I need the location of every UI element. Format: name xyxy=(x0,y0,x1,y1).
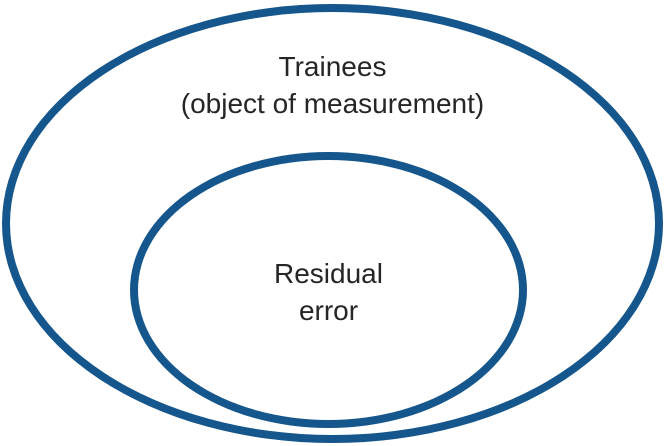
inner-ellipse-residual-error xyxy=(130,152,527,428)
inner-ellipse-label-line1: Residual xyxy=(274,258,383,289)
inner-ellipse-label-line2: error xyxy=(298,295,359,326)
outer-ellipse-label: Trainees (object of measurement) xyxy=(0,48,665,122)
outer-ellipse-label-line2: (object of measurement) xyxy=(180,88,485,119)
outer-ellipse-trainees xyxy=(2,4,663,443)
inner-ellipse-label: Residual error xyxy=(130,255,527,329)
outer-ellipse-label-line1: Trainees xyxy=(278,51,387,82)
